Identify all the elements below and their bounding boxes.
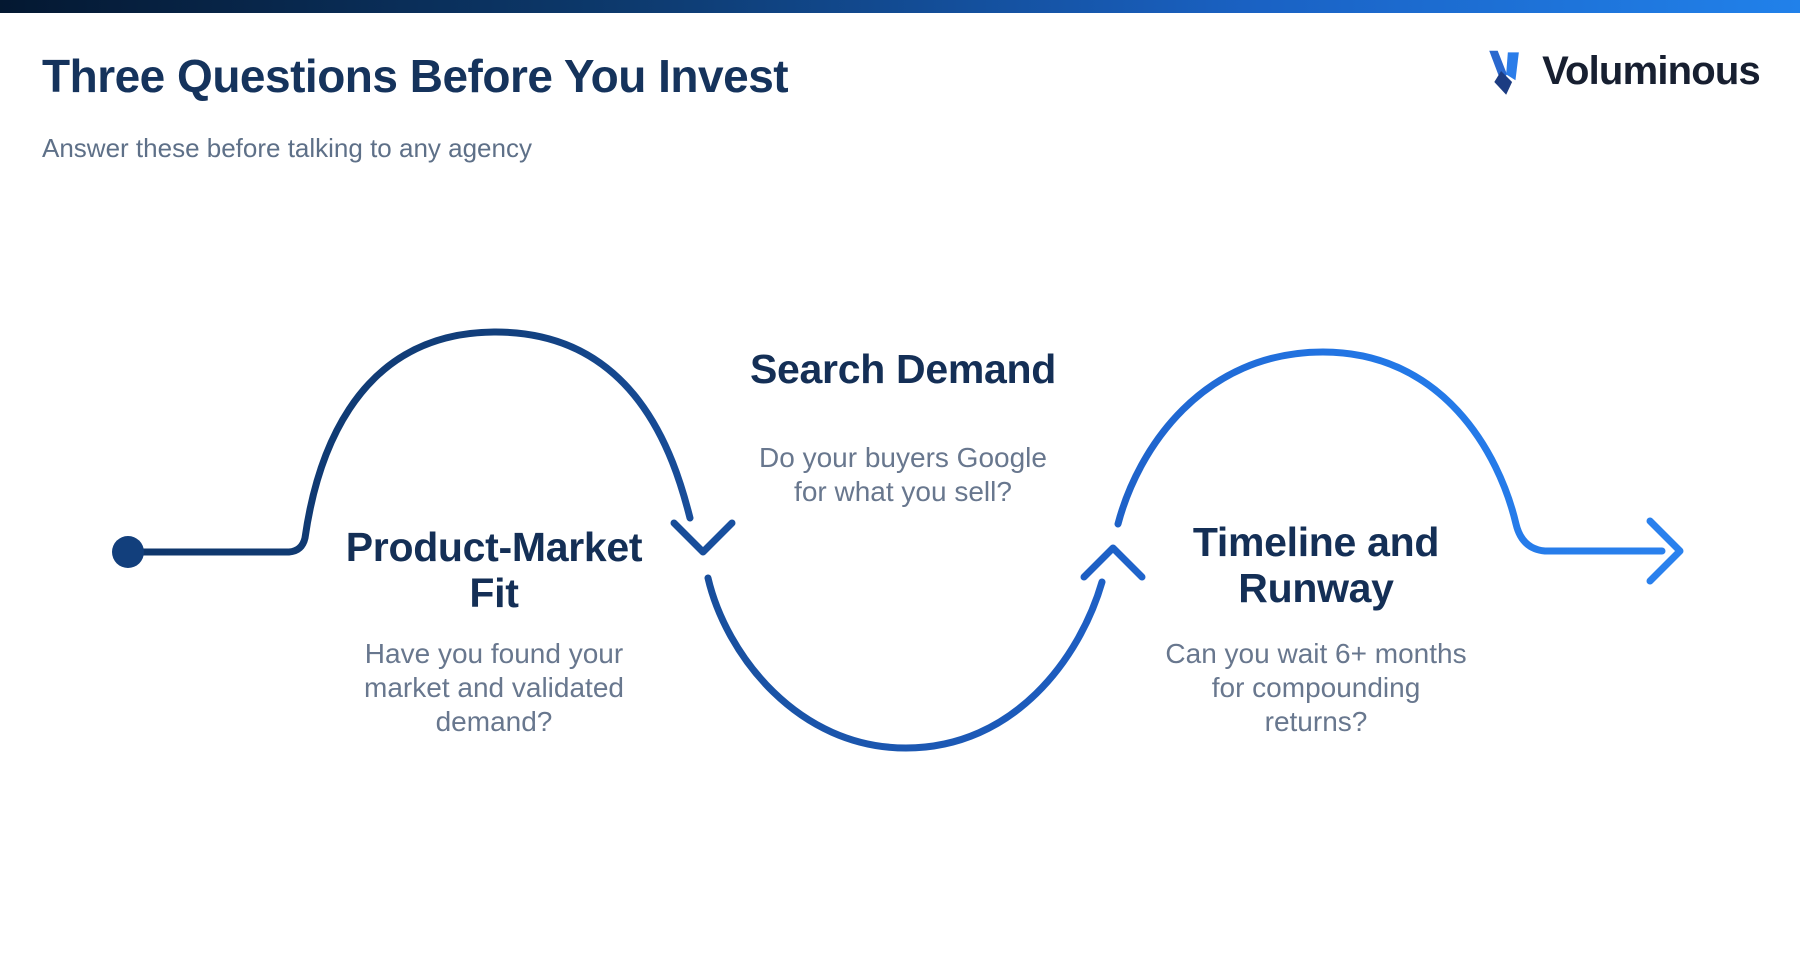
step-2-desc-line-1: Do your buyers Google <box>759 442 1047 473</box>
flow-segment-1 <box>124 328 694 556</box>
arrow-right-icon <box>1646 517 1684 585</box>
arrow-down-icon <box>670 519 736 556</box>
step-2-description: Do your buyers Google for what you sell? <box>759 441 1047 509</box>
step-3-heading-line-2: Runway <box>1238 565 1394 611</box>
step-3-desc-line-2: for compounding <box>1211 672 1421 703</box>
step-2-heading-line-1: Search Demand <box>749 346 1057 392</box>
step-1-heading-line-2: Fit <box>469 570 519 616</box>
step-2-heading: Search Demand <box>750 346 1056 392</box>
logo: Voluminous <box>1485 46 1761 96</box>
page-title: Three Questions Before You Invest <box>42 50 789 102</box>
step-1-desc-line-3: demand? <box>435 706 553 737</box>
step-3-heading: Timeline and Runway <box>1192 519 1440 611</box>
step-1-heading: Product-Market Fit <box>346 524 643 616</box>
logo-text: Voluminous <box>1542 48 1761 93</box>
step-1-description: Have you found your market and validated… <box>364 637 624 739</box>
step-1-desc-line-2: market and validated <box>364 672 624 703</box>
voluminous-mark-icon <box>1485 46 1529 96</box>
top-accent-bar <box>0 0 1800 13</box>
step-3-desc-line-1: Can you wait 6+ months <box>1165 638 1467 669</box>
arrow-up-icon <box>1080 544 1146 581</box>
step-3-description: Can you wait 6+ months for compounding r… <box>1165 637 1466 739</box>
flow-segment-2 <box>704 574 1106 752</box>
page-subtitle: Answer these before talking to any agenc… <box>42 133 532 163</box>
step-3-heading-line-1: Timeline and <box>1192 519 1440 565</box>
step-3-desc-line-3: returns? <box>1264 706 1368 737</box>
flow-segment-3 <box>1114 348 1666 555</box>
step-2-desc-line-2: for what you sell? <box>794 476 1012 507</box>
step-1-heading-line-1: Product-Market <box>345 524 643 570</box>
step-1-desc-line-1: Have you found your <box>364 638 624 669</box>
start-dot <box>112 536 144 568</box>
